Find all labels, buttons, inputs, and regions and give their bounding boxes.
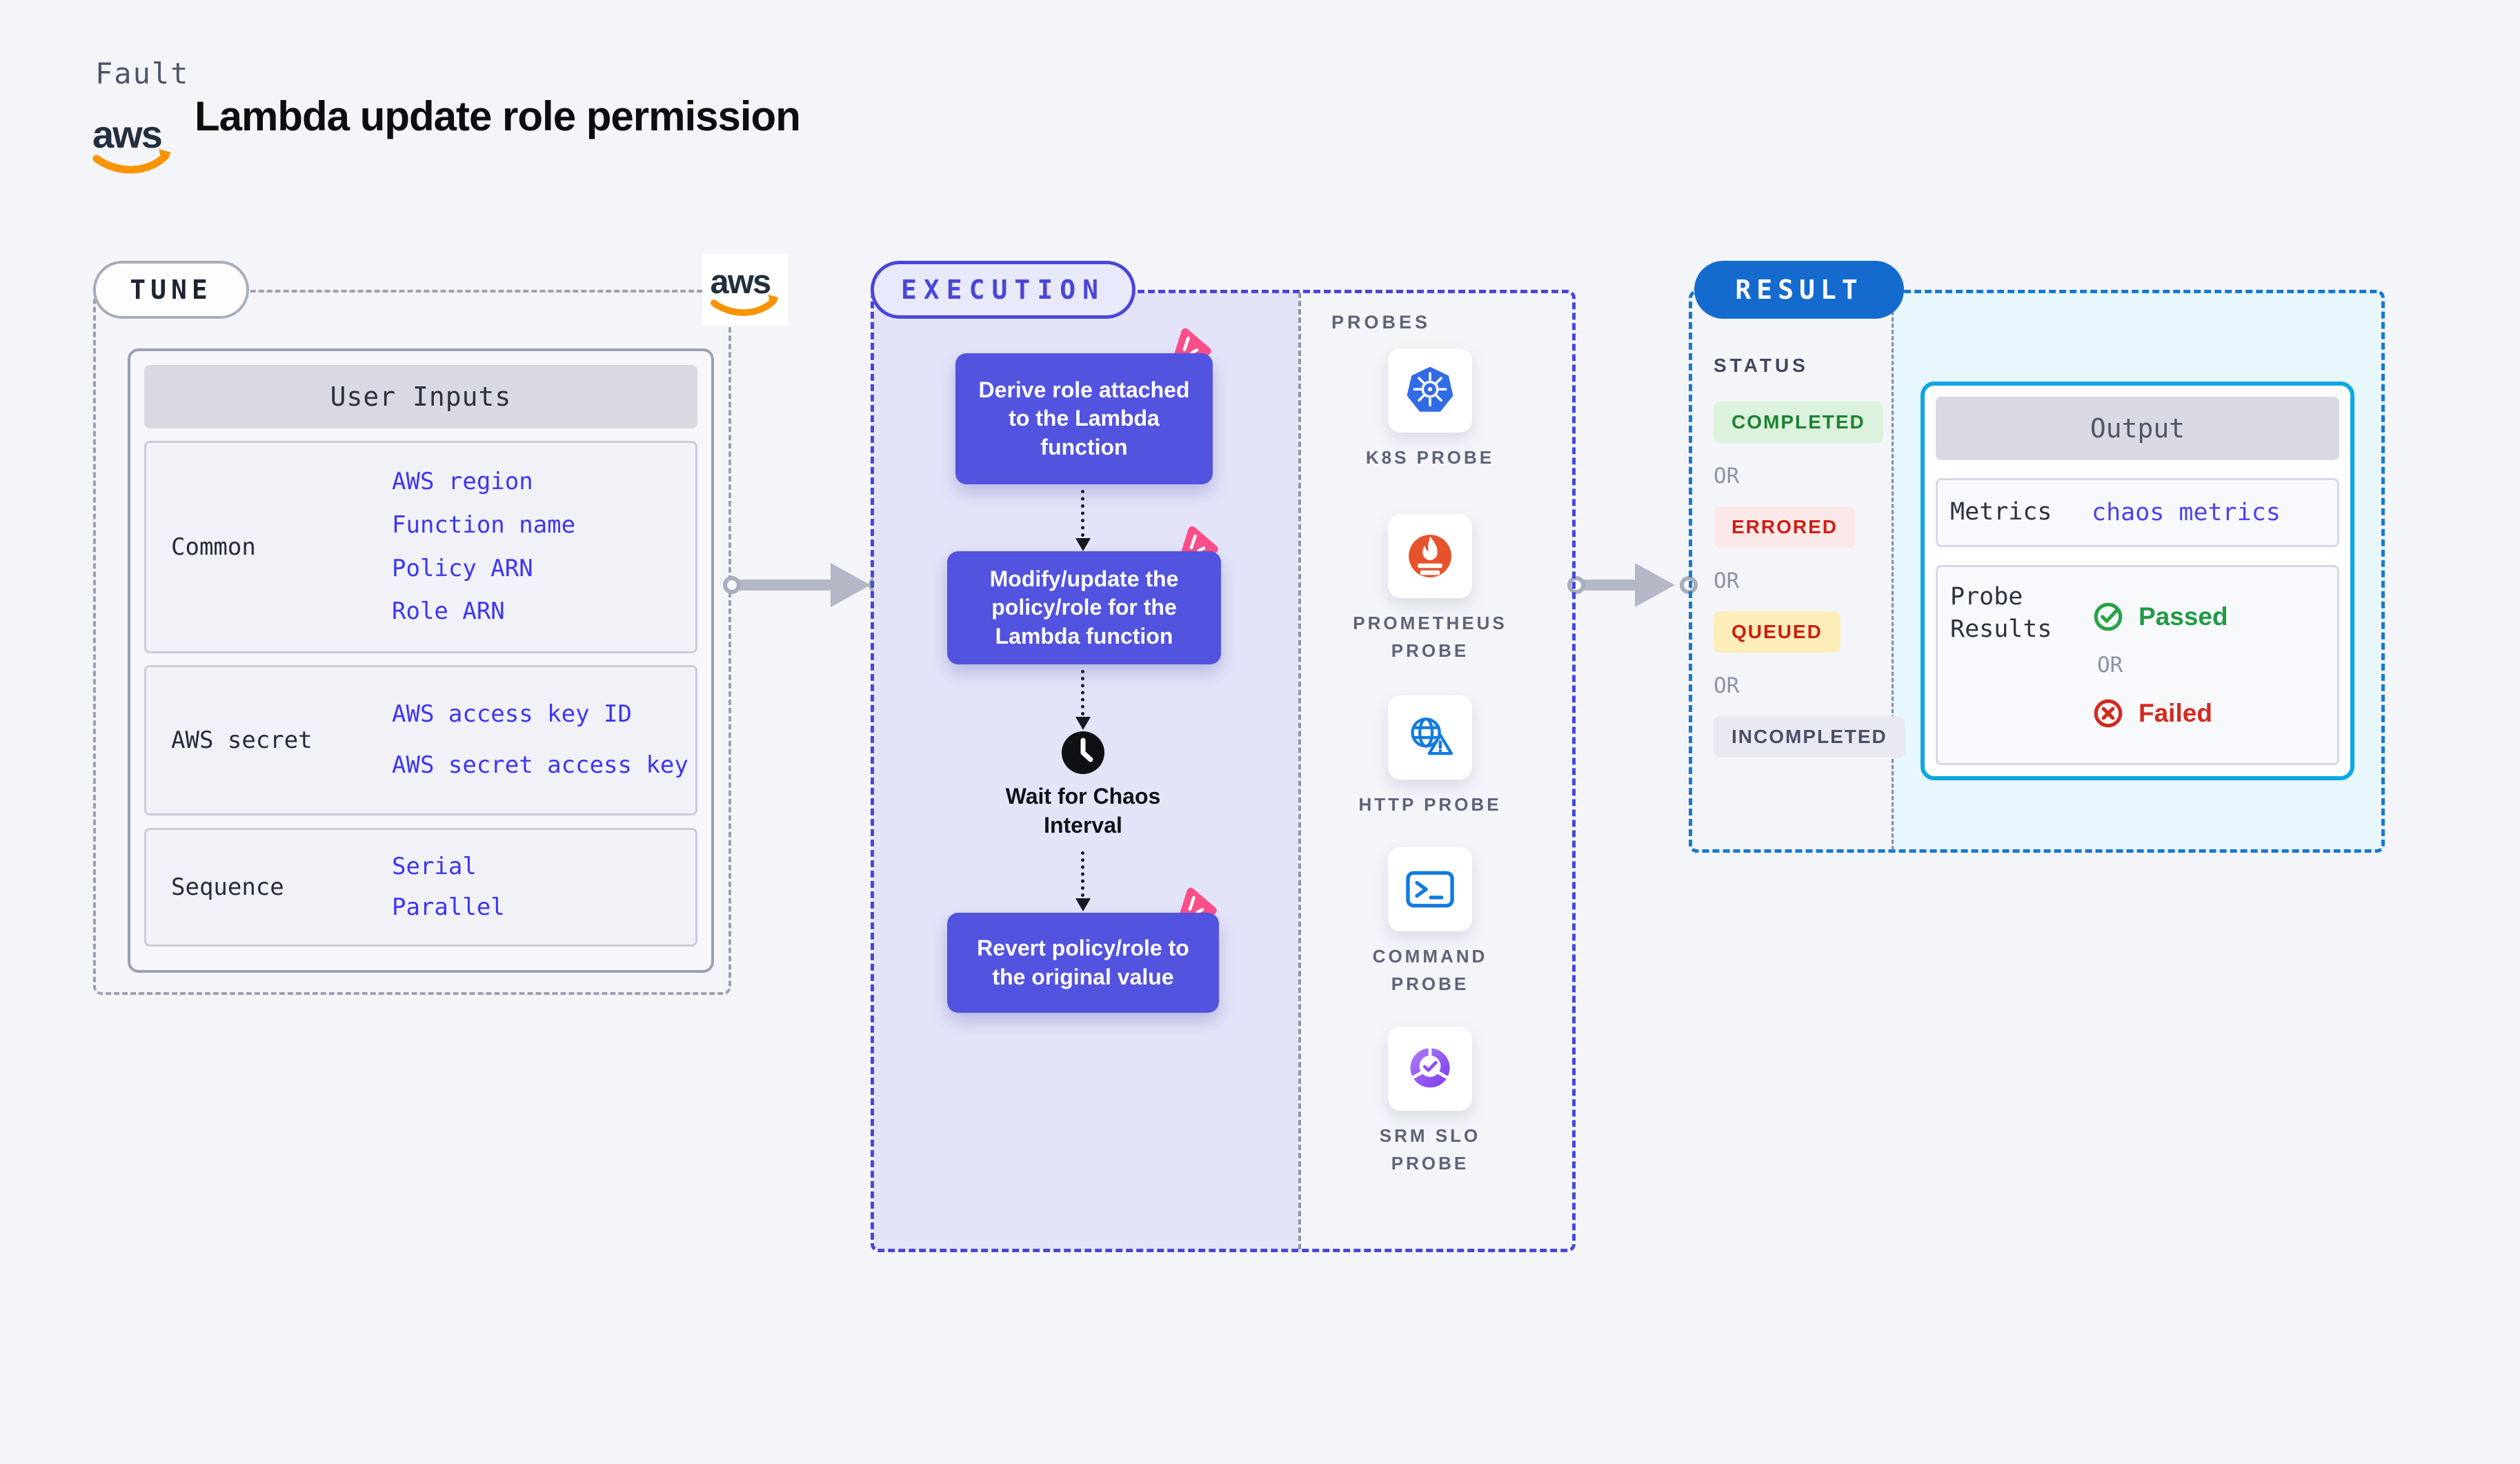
probe-label: HTTP PROBE xyxy=(1358,794,1502,815)
probe-failed: Failed xyxy=(2092,697,2337,730)
probe-label: SRM SLO PROBE xyxy=(1379,1125,1481,1174)
probe-results-values: Passed OR Failed xyxy=(2092,581,2337,749)
link-aws-access-key-id[interactable]: AWS access key ID xyxy=(392,700,632,728)
status-output-divider xyxy=(1892,293,1894,850)
status-column: STATUS COMPLETED OR ERRORED OR QUEUED OR… xyxy=(1714,355,1905,778)
x-circle-icon xyxy=(2094,699,2123,728)
arrow-down-icon xyxy=(1075,898,1091,911)
status-badge-incompleted: INCOMPLETED xyxy=(1714,716,1905,758)
arrow-execution-to-result xyxy=(1567,563,1698,607)
probe-item-prometheus: PROMETHEUS PROBE xyxy=(1347,514,1513,665)
table-row-sequence: Sequence Serial Parallel xyxy=(144,828,697,947)
probe-card xyxy=(1388,847,1472,931)
terminal-icon xyxy=(1406,871,1454,908)
probe-card xyxy=(1388,695,1472,780)
aws-target-logo: aws xyxy=(702,254,788,326)
probe-card xyxy=(1388,514,1472,598)
output-header: Output xyxy=(1936,397,2339,460)
probe-label: PROMETHEUS PROBE xyxy=(1353,613,1507,662)
passed-label: Passed xyxy=(2139,602,2228,631)
flow-connector xyxy=(1081,490,1084,537)
status-badge-errored: ERRORED xyxy=(1714,506,1856,548)
arrow-down-icon xyxy=(1075,717,1091,730)
probe-item-command: COMMAND PROBE xyxy=(1347,847,1513,998)
or-label: OR xyxy=(2097,653,2123,677)
probe-results-label: Probe Results xyxy=(1950,583,2052,644)
status-badge-completed: COMPLETED xyxy=(1714,402,1883,443)
row-label: AWS secret xyxy=(171,726,312,754)
output-card: Output Metrics chaos metrics Probe Resul… xyxy=(1921,382,2354,780)
probe-card xyxy=(1388,348,1472,433)
tune-section-border xyxy=(93,290,731,995)
aws-logo-text: aws xyxy=(92,112,161,156)
prometheus-icon xyxy=(1409,535,1451,577)
step-derive-role: Derive role attached to the Lambda funct… xyxy=(955,353,1213,484)
fault-eyebrow: Fault xyxy=(95,57,190,90)
metrics-row: Metrics chaos metrics xyxy=(1936,478,2339,547)
probe-results-row: Probe Results Passed OR Failed xyxy=(1936,565,2339,765)
aws-logo: aws xyxy=(92,112,171,174)
chaos-metrics-link[interactable]: chaos metrics xyxy=(2092,499,2281,526)
aws-smile-icon xyxy=(92,152,170,174)
link-serial[interactable]: Serial xyxy=(392,852,477,880)
probe-label: COMMAND PROBE xyxy=(1372,946,1488,995)
probe-passed: Passed xyxy=(2092,600,2337,633)
link-aws-secret-access-key[interactable]: AWS secret access key xyxy=(392,751,688,780)
aws-smile-icon xyxy=(710,297,777,316)
link-function-name[interactable]: Function name xyxy=(392,511,576,539)
flow-connector xyxy=(1081,670,1084,715)
row-links: AWS access key ID AWS secret access key xyxy=(392,667,688,813)
clock-icon xyxy=(1062,731,1104,774)
link-policy-arn[interactable]: Policy ARN xyxy=(392,554,533,582)
step-revert-policy: Revert policy/role to the original value xyxy=(947,913,1219,1013)
arrow-down-icon xyxy=(1075,538,1091,551)
row-label: Common xyxy=(171,533,256,561)
probe-item-srm-slo: SRM SLO PROBE xyxy=(1347,1027,1513,1178)
execution-section-border xyxy=(871,290,1576,1252)
probes-title: PROBES xyxy=(1331,312,1431,333)
step-modify-policy: Modify/update the policy/role for the La… xyxy=(947,551,1221,664)
check-circle-icon xyxy=(2094,602,2123,631)
kubernetes-icon xyxy=(1407,366,1454,412)
table-row-common: Common AWS region Function name Policy A… xyxy=(144,441,697,653)
page-title: Lambda update role permission xyxy=(195,93,801,139)
execution-probes-divider xyxy=(1298,293,1301,1249)
aws-logo-text: aws xyxy=(710,264,771,301)
arrow-tune-to-execution xyxy=(723,563,886,607)
result-section-border xyxy=(1689,290,2385,853)
link-parallel[interactable]: Parallel xyxy=(392,893,505,921)
link-role-arn[interactable]: Role ARN xyxy=(392,597,505,626)
execution-pill: EXECUTION xyxy=(871,261,1135,319)
or-label: OR xyxy=(1714,673,1740,698)
link-aws-region[interactable]: AWS region xyxy=(392,468,533,496)
status-badge-queued: QUEUED xyxy=(1714,611,1841,653)
slo-donut-check-icon xyxy=(1410,1046,1450,1088)
failed-label: Failed xyxy=(2139,699,2212,727)
flow-connector xyxy=(1081,851,1084,897)
status-title: STATUS xyxy=(1714,355,1809,376)
probe-item-http: HTTP PROBE xyxy=(1347,695,1513,818)
probe-label: K8S PROBE xyxy=(1365,447,1495,468)
row-label: Sequence xyxy=(171,873,284,901)
or-label: OR xyxy=(1714,568,1740,593)
probe-card xyxy=(1388,1027,1472,1111)
or-label: OR xyxy=(1714,464,1740,488)
row-links: Serial Parallel xyxy=(392,830,688,944)
globe-warning-icon xyxy=(1411,718,1454,755)
result-pill: RESULT xyxy=(1694,261,1904,319)
metrics-label: Metrics xyxy=(1950,498,2052,526)
probe-item-k8s: K8S PROBE xyxy=(1347,348,1513,471)
tune-pill: TUNE xyxy=(93,261,249,319)
wait-chaos-interval-label: Wait for Chaos Interval xyxy=(1005,784,1161,838)
table-row-aws-secret: AWS secret AWS access key ID AWS secret … xyxy=(144,665,697,815)
row-links: AWS region Function name Policy ARN Role… xyxy=(392,443,688,651)
user-inputs-header: User Inputs xyxy=(144,365,697,428)
user-inputs-table: User Inputs Common AWS region Function n… xyxy=(128,348,714,973)
